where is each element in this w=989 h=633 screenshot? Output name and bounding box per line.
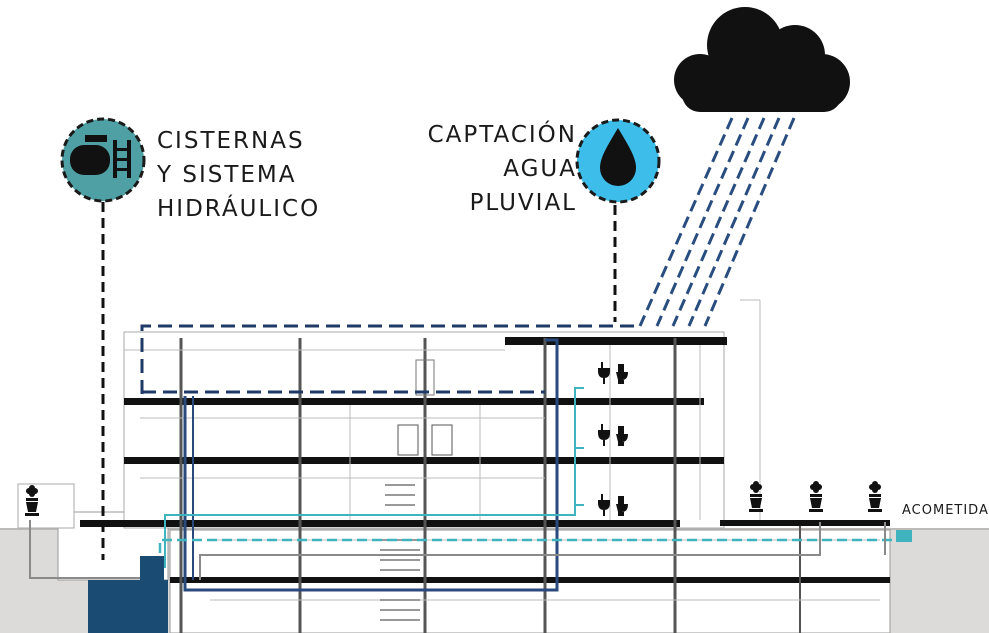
slab-level-1 xyxy=(80,520,680,527)
rain-cloud-icon xyxy=(674,7,850,112)
cisternas-label-line-3: HIDRÁULICO xyxy=(157,196,321,222)
cisternas-label-line-2: Y SISTEMA xyxy=(157,162,297,188)
planter-icon xyxy=(25,481,882,516)
captacion-label-line-3: PLUVIAL xyxy=(469,190,577,216)
cisternas-label: CISTERNAS Y SISTEMA HIDRÁULICO xyxy=(157,124,320,226)
toilet-sink-icon xyxy=(598,362,628,516)
cistern-pump-icon xyxy=(60,117,146,203)
rain-capture-zone-top xyxy=(140,324,638,394)
terrace-slab xyxy=(720,520,890,526)
roof-slab xyxy=(505,337,727,345)
captacion-label-line-1: CAPTACIÓN xyxy=(427,122,577,148)
water-drop-icon xyxy=(575,118,661,204)
captacion-label-line-2: AGUA xyxy=(503,156,577,182)
acometida-connection xyxy=(896,530,912,542)
ground-line xyxy=(0,528,989,530)
rain-streaks xyxy=(638,117,796,327)
captacion-label: CAPTACIÓN AGUA PLUVIAL xyxy=(396,118,577,220)
acometida-label: ACOMETIDA xyxy=(902,503,989,518)
basement-slab xyxy=(170,577,890,583)
rainwater-downpipe xyxy=(183,338,559,592)
cistern-tank xyxy=(88,580,168,633)
cisternas-label-line-1: CISTERNAS xyxy=(157,128,305,154)
cistern-pump xyxy=(140,556,164,580)
teal-supply-pipe xyxy=(164,387,584,568)
slab-level-3 xyxy=(124,398,704,405)
